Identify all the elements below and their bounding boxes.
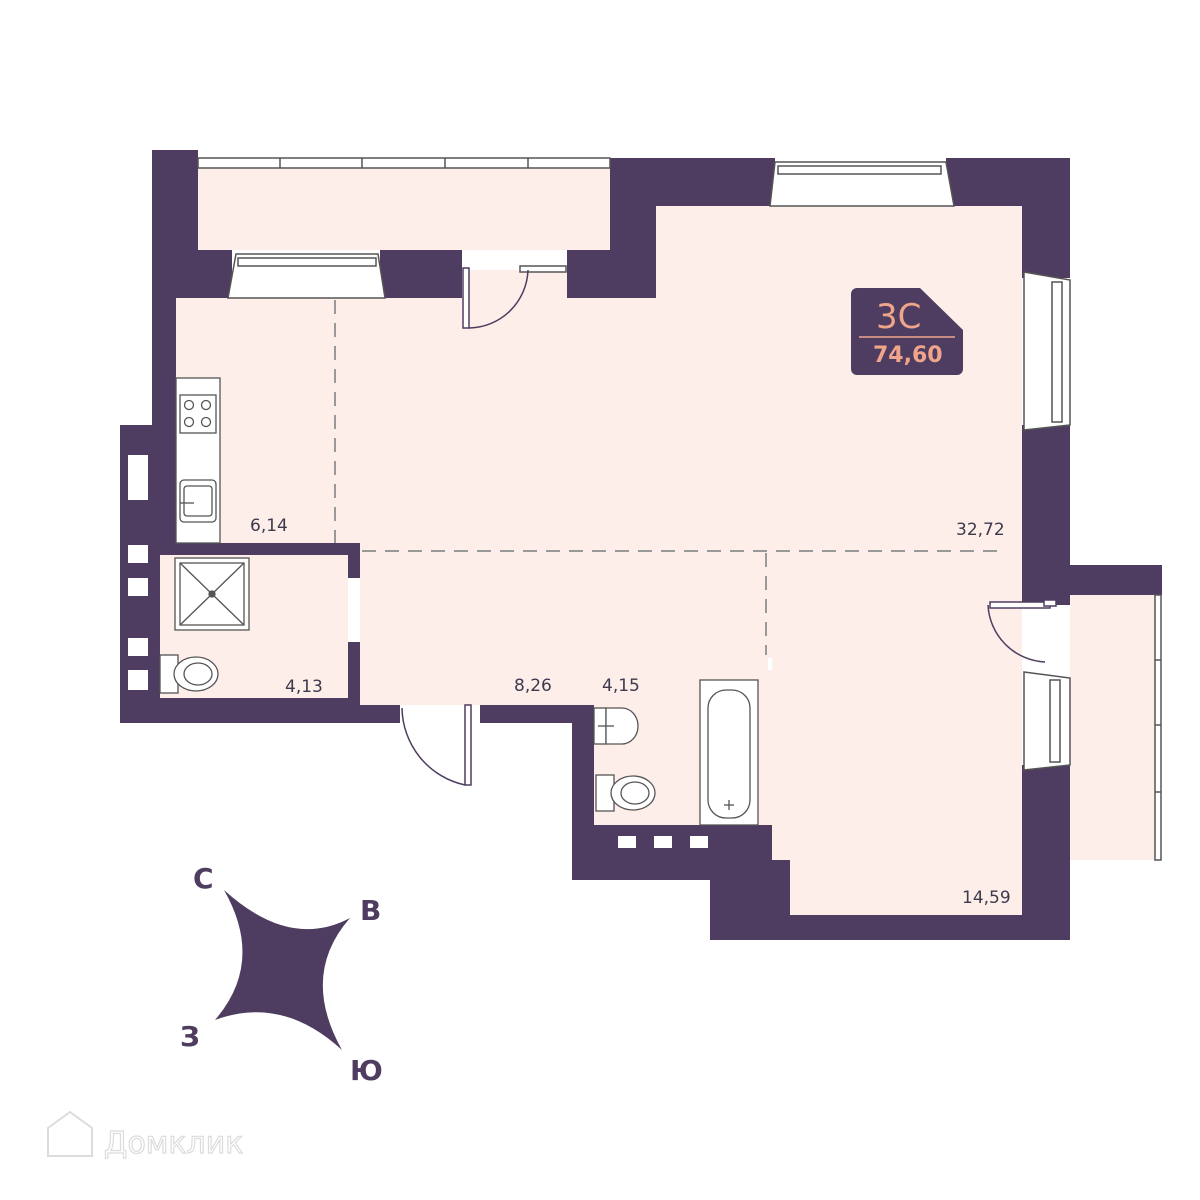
apartment-badge: 3С 74,60: [851, 288, 963, 375]
compass-south: Ю: [350, 1054, 383, 1087]
room-area-bathroom-right: 4,15: [602, 676, 640, 696]
compass-west: З: [180, 1020, 200, 1053]
room-area-bedroom: 14,59: [962, 888, 1011, 908]
room-area-living: 32,72: [956, 520, 1005, 540]
shower-cabin: [174, 557, 250, 631]
room-area-kitchen: 6,14: [250, 516, 288, 536]
compass-rose-icon: С В З Ю: [180, 862, 383, 1087]
toilet-left: [159, 654, 219, 694]
watermark-text: Домклик: [104, 1126, 243, 1161]
room-area-bathroom-left: 4,13: [285, 677, 323, 697]
compass-north: С: [193, 862, 214, 895]
kitchen-counter: [175, 377, 221, 544]
apartment-total-area: 74,60: [873, 343, 943, 368]
zone-dividers: [334, 300, 1005, 655]
compass-east: В: [360, 894, 381, 927]
windows: [197, 157, 1162, 861]
wall-vents: [128, 455, 708, 848]
house-logo-icon: [47, 1110, 93, 1157]
sink-right: [593, 707, 639, 745]
room-area-hall: 8,26: [514, 676, 552, 696]
stove-burner-icon: [183, 399, 195, 411]
bathtub: [699, 679, 759, 826]
doors: [401, 267, 1057, 786]
apartment-type-label: 3С: [876, 297, 921, 337]
walls: [120, 150, 1162, 940]
watermark: Домклик: [47, 1110, 244, 1162]
toilet-right: [595, 774, 656, 812]
